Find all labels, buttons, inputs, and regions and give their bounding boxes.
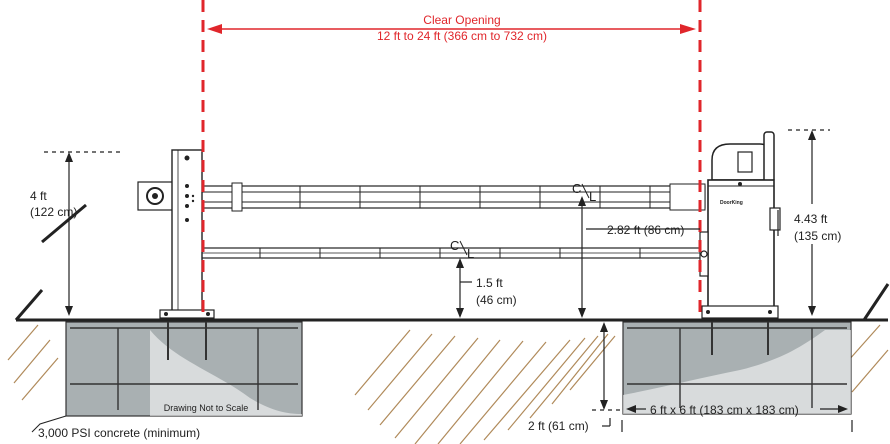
upper-arm-height-label: 2.82 ft (86 cm) [607, 223, 684, 237]
clear-opening-title: Clear Opening [423, 13, 500, 27]
left-height-dimension [41, 151, 120, 312]
lower-arm-height-cm-label: (46 cm) [476, 293, 517, 307]
lower-arm-arrow-up [456, 258, 464, 268]
operator-height-ft-label: 4.43 ft [794, 212, 828, 226]
upper-arm-arrow-down [578, 308, 586, 318]
lower-arm-height-ft-label: 1.5 ft [476, 276, 503, 290]
lower-centerline-l: L [467, 246, 474, 261]
left-height-ft-label: 4 ft [30, 189, 47, 203]
upper-centerline-c: C [572, 181, 581, 196]
left-height-cm-label: (122 cm) [30, 205, 77, 219]
upper-centerline-l: L [589, 189, 596, 204]
operator-height-cm-label: (135 cm) [794, 229, 841, 243]
footing-depth-arrow-down [600, 400, 608, 410]
operator-height-arrow-up [808, 130, 816, 140]
footing-size-label: 6 ft x 6 ft (183 cm x 183 cm) [650, 403, 799, 417]
gate-operator: DoorKing [699, 131, 781, 319]
lower-arm-dimension [459, 262, 472, 316]
left-height-arrow-down [65, 306, 73, 316]
footing-width-arrow-right [838, 405, 848, 413]
upper-arm-arrow-up [578, 196, 586, 206]
left-height-arrow-up [65, 152, 73, 162]
upper-centerline-marker: C L [572, 181, 596, 204]
ground-surface [14, 283, 890, 322]
upper-arm-dimension [581, 200, 700, 316]
concrete-spec-note: 3,000 PSI concrete (minimum) [38, 426, 200, 440]
clear-opening-arrow [207, 24, 696, 34]
footing-depth-label: 2 ft (61 cm) [528, 419, 589, 433]
not-to-scale-note: Drawing Not to Scale [164, 403, 249, 413]
footing-depth-arrow-up [600, 322, 608, 332]
lower-centerline-marker: C L [450, 238, 474, 261]
concrete-leader [31, 415, 67, 433]
lower-centerline-c: C [450, 238, 459, 253]
right-footing [622, 321, 852, 415]
upper-gate-arm [199, 182, 706, 212]
footing-width-arrow-left [626, 405, 636, 413]
footing-depth-dimension [592, 326, 620, 427]
operator-height-arrow-down [808, 306, 816, 316]
ground-hatching [7, 324, 889, 444]
operator-height-dimension [788, 129, 830, 312]
left-footing [65, 321, 303, 417]
lower-arm-arrow-down [456, 308, 464, 318]
clear-opening-range: 12 ft to 24 ft (366 cm to 732 cm) [377, 29, 547, 43]
left-post [137, 149, 215, 319]
clear-opening-boundaries [201, 0, 702, 320]
svg-text:DoorKing: DoorKing [720, 200, 743, 206]
